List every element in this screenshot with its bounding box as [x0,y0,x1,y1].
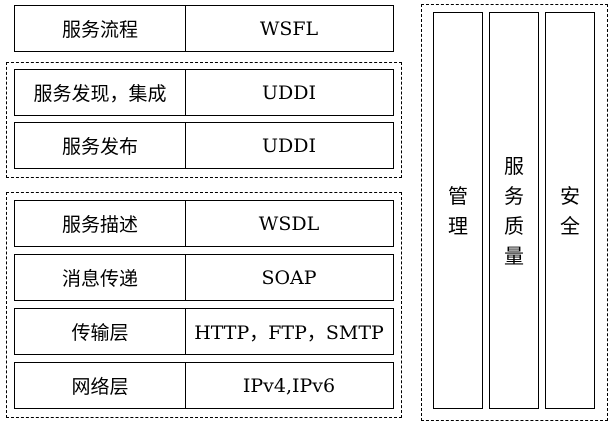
layer-protocol: WSDL [258,212,320,235]
layer-row-messaging: 消息传递 SOAP [14,254,394,301]
column-security: 安全 [545,12,595,409]
layer-protocol: UDDI [262,81,316,104]
layer-protocol: HTTP，FTP，SMTP [194,322,384,344]
column-management: 管理 [433,12,483,409]
layer-name: 服务发布 [15,123,186,168]
layer-row-transport: 传输层 HTTP，FTP，SMTP [14,308,394,355]
layer-row-service-discovery: 服务发现，集成 UDDI [14,69,394,116]
cross-cutting-group [421,4,608,421]
layer-name: 服务流程 [15,6,186,51]
column-label: 安全 [560,183,580,238]
layer-name: 服务描述 [15,201,186,246]
layer-name: 服务发现，集成 [15,70,186,115]
column-label: 管理 [448,183,468,238]
layer-row-service-publish: 服务发布 UDDI [14,122,394,169]
layer-row-service-flow: 服务流程 WSFL [14,5,394,52]
discovery-publish-group [6,62,402,178]
layer-protocol: SOAP [261,266,317,289]
layer-protocol: IPv4,IPv6 [242,374,336,397]
core-stack-group [6,192,402,418]
column-service-quality: 服务质量 [489,12,539,409]
layer-name: 传输层 [15,309,186,354]
layer-name: 网络层 [15,363,186,408]
layer-protocol: WSFL [259,17,319,40]
column-label: 服务质量 [504,153,524,268]
layer-row-service-description: 服务描述 WSDL [14,200,394,247]
layer-name: 消息传递 [15,255,186,300]
layer-row-network: 网络层 IPv4,IPv6 [14,362,394,409]
layer-protocol: UDDI [262,134,316,157]
